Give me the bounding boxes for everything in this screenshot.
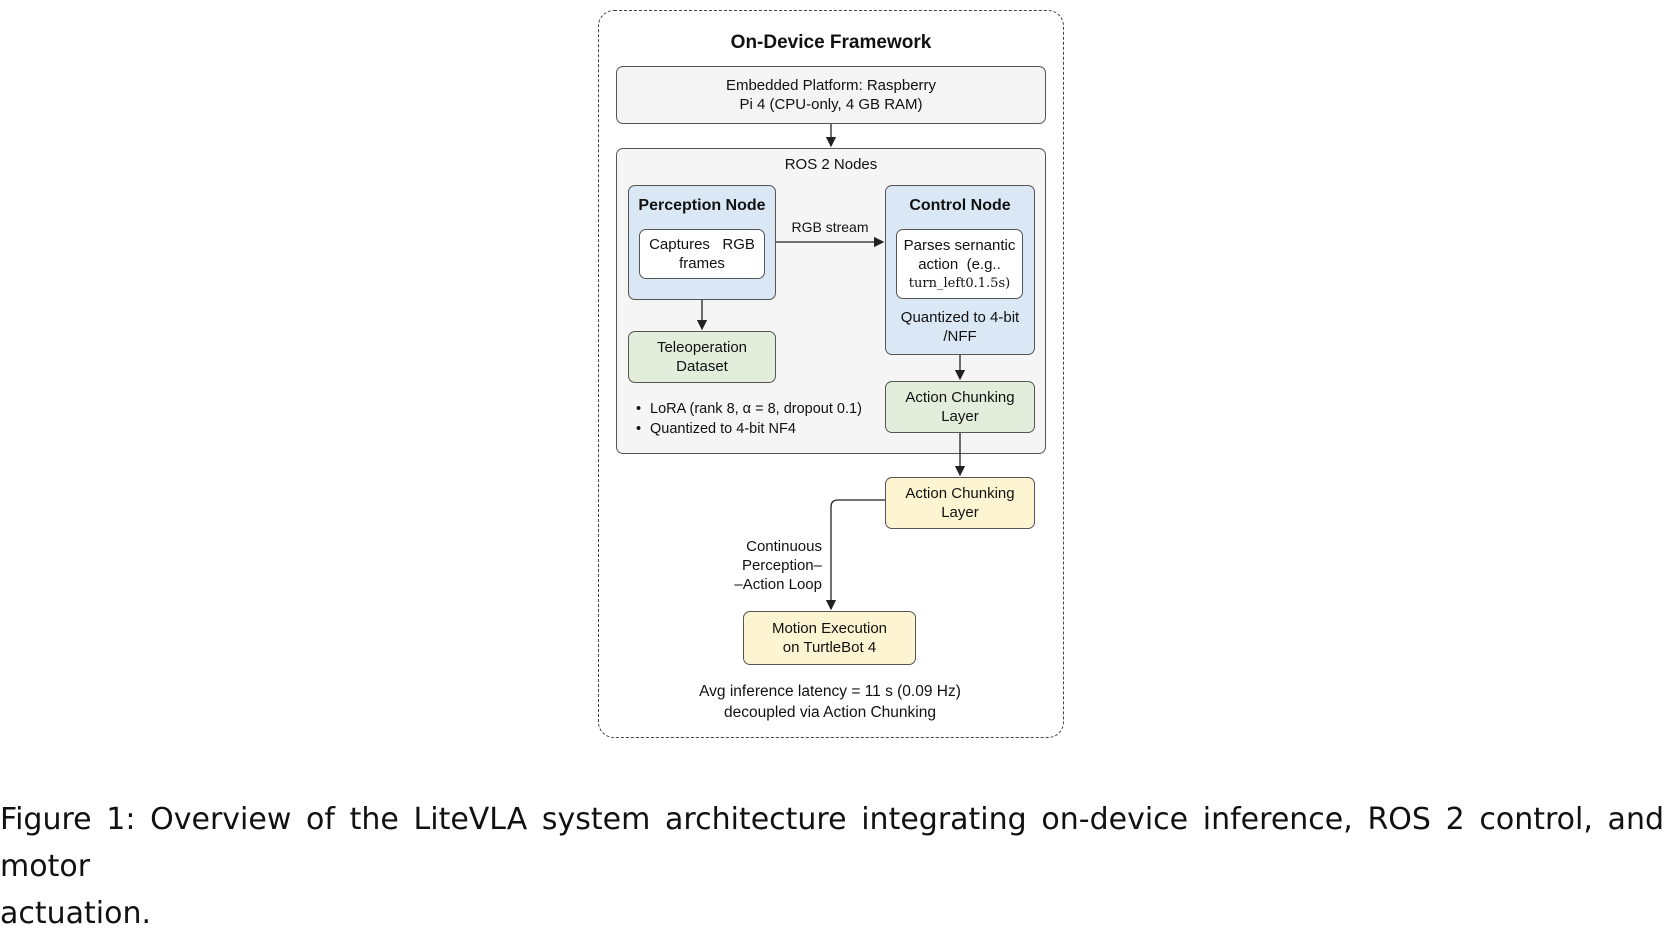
parses-line-1: Parses sernantic xyxy=(903,236,1016,254)
loop-line-2: Perception– xyxy=(741,557,822,574)
diagram-title: On-Device Framework xyxy=(730,32,932,53)
quant-line-1: Quantized to 4-bit xyxy=(900,309,1020,326)
caption-line-1: Figure 1: Overview of the LiteVLA system… xyxy=(0,802,1664,884)
captures-line-2: frames xyxy=(679,255,725,272)
captures-rgb-box: Captures RGB frames xyxy=(639,229,765,279)
chunk-green-line-1: Action Chunking xyxy=(905,389,1015,406)
parses-line-3: turn_left0.1.5s) xyxy=(908,275,1011,291)
latency-line-1: Avg inference latency = 11 s (0.09 Hz) xyxy=(699,683,961,700)
rgb-stream-label: RGB stream xyxy=(791,219,869,235)
motion-execution-box: Motion Execution on TurtleBot 4 xyxy=(743,611,916,665)
arrow-loop-to-motion xyxy=(825,499,885,611)
training-notes-list: LoRA (rank 8, α = 8, dropout 0.1) Quanti… xyxy=(636,399,876,439)
bullet-item: LoRA (rank 8, α = 8, dropout 0.1) xyxy=(636,399,876,419)
caption-line-2: actuation. xyxy=(0,896,152,931)
teleop-line-2: Dataset xyxy=(676,358,728,375)
motion-line-1: Motion Execution xyxy=(771,620,888,637)
teleoperation-dataset-box: Teleoperation Dataset xyxy=(628,331,776,383)
action-chunking-layer-green: Action Chunking Layer xyxy=(885,381,1035,433)
latency-note: Avg inference latency = 11 s (0.09 Hz) d… xyxy=(640,681,1020,723)
chunk-yellow-line-1: Action Chunking xyxy=(905,485,1015,502)
ros2-nodes-label: ROS 2 Nodes xyxy=(784,156,878,173)
figure-caption: Figure 1: Overview of the LiteVLA system… xyxy=(0,796,1664,937)
chunk-green-line-2: Layer xyxy=(941,408,979,425)
loop-line-3: –Action Loop xyxy=(734,576,822,593)
parses-action-box: Parses sernantic action (e.g.. turn_left… xyxy=(896,229,1023,299)
loop-line-1: Continuous xyxy=(746,538,822,555)
platform-line-1: Embedded Platform: Raspberry xyxy=(725,77,937,94)
chunk-yellow-line-2: Layer xyxy=(941,504,979,521)
embedded-platform-box: Embedded Platform: Raspberry Pi 4 (CPU-o… xyxy=(616,66,1046,124)
teleop-line-1: Teleoperation xyxy=(656,339,748,356)
action-chunking-layer-yellow: Action Chunking Layer xyxy=(885,477,1035,529)
control-node-title: Control Node xyxy=(909,197,1011,214)
perception-node-title: Perception Node xyxy=(638,197,766,214)
bullet-item: Quantized to 4-bit NF4 xyxy=(636,419,876,439)
quant-line-2: /NFF xyxy=(943,328,977,345)
parses-line-2: action (e.g.. xyxy=(918,255,1001,273)
captures-line-1: Captures RGB xyxy=(649,236,755,253)
latency-line-2: decoupled via Action Chunking xyxy=(724,704,936,721)
platform-line-2: Pi 4 (CPU-only, 4 GB RAM) xyxy=(739,96,923,113)
continuous-loop-label: Continuous Perception– –Action Loop xyxy=(700,537,822,594)
control-quantized-note: Quantized to 4-bit /NFF xyxy=(885,308,1035,346)
motion-line-2: on TurtleBot 4 xyxy=(782,639,877,656)
